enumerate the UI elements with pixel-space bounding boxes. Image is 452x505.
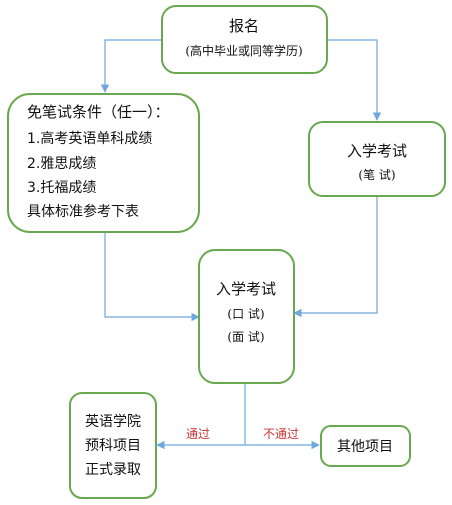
- node-written-exam: 入学考试 (笔 试): [308, 121, 446, 197]
- node-other-programs: 其他项目: [320, 425, 411, 467]
- node-oral-exam: 入学考试 (口 试) (面 试): [198, 249, 295, 384]
- fail-label: 不通过: [263, 427, 299, 441]
- node-exempt-conditions: 免笔试条件（任一）： 1.高考英语单科成绩 2.雅思成绩 3.托福成绩 具体标准…: [7, 93, 200, 233]
- edge-exempt-to-oral-exam: [104, 232, 200, 322]
- node-exempt-box: [7, 93, 200, 233]
- node-oral-exam-box: [198, 249, 295, 384]
- node-admitted-line: 英语学院: [85, 413, 141, 430]
- node-register-title: 报名: [229, 17, 259, 35]
- node-admitted-line: 正式录取: [85, 462, 141, 478]
- node-written-exam-box: [308, 121, 446, 197]
- connectors: [100, 39, 382, 450]
- node-admitted: 英语学院 预科项目 正式录取: [69, 392, 157, 499]
- node-admitted-box: [69, 392, 157, 499]
- node-written-exam-subtitle: (笔 试): [358, 167, 395, 182]
- node-written-exam-title: 入学考试: [347, 142, 407, 160]
- node-register-subtitle: (高中毕业或同等学历): [185, 43, 302, 58]
- node-register: 报名 (高中毕业或同等学历): [161, 5, 328, 74]
- pass-label: 通过: [186, 427, 210, 441]
- node-oral-exam-title: 入学考试: [216, 280, 276, 298]
- node-other-title: 其他项目: [337, 439, 393, 455]
- node-register-box: [161, 5, 328, 74]
- node-oral-exam-line1: (口 试): [227, 306, 264, 321]
- node-exempt-title: 免笔试条件（任一）：: [27, 103, 170, 121]
- edge-register-to-written-exam: [327, 39, 382, 121]
- node-exempt-item: 3.托福成绩: [27, 180, 96, 196]
- node-admitted-line: 预科项目: [85, 438, 141, 454]
- edge-written-exam-to-oral-exam: [293, 196, 378, 318]
- node-exempt-item: 2.雅思成绩: [27, 156, 96, 172]
- node-exempt-item: 1.高考英语单科成绩: [27, 130, 152, 147]
- node-exempt-item: 具体标准参考下表: [27, 203, 139, 220]
- node-other-box: [320, 425, 411, 467]
- edge-register-to-exempt: [100, 39, 162, 93]
- node-oral-exam-line2: (面 试): [227, 329, 264, 344]
